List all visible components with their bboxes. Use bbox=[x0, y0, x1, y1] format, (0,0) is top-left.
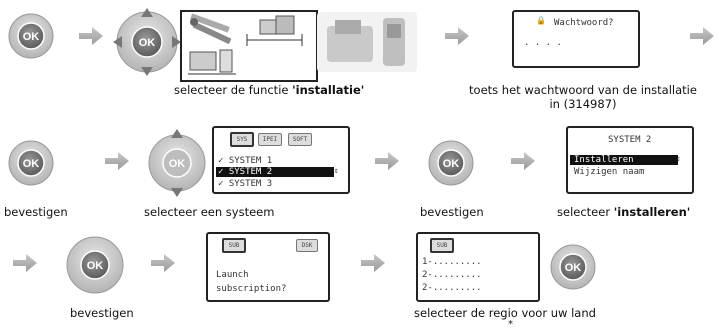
menu-item-installeren[interactable]: Installeren bbox=[570, 155, 678, 165]
lock-icon: 🔒 bbox=[536, 16, 546, 25]
ok-label: OK bbox=[23, 158, 40, 170]
password-screen: 🔒 Wachtwoord? . . . . bbox=[512, 10, 640, 68]
menu-item-wijzigen[interactable]: Wijzigen naam bbox=[574, 167, 645, 177]
updown-icon: ⇕ bbox=[334, 166, 339, 175]
caption-confirm-1: bevestigen bbox=[4, 205, 68, 219]
arrow-right-icon bbox=[689, 25, 715, 47]
launch-subscription-screen: SUB DSK Launch subscription? bbox=[206, 232, 330, 302]
list-item-selected[interactable]: ✓ SYSTEM 2 bbox=[216, 167, 334, 177]
menu-title: SYSTEM 2 bbox=[608, 135, 652, 145]
launch-line-1: Launch bbox=[216, 270, 249, 280]
arrow-right-icon bbox=[444, 25, 470, 47]
tab-dsk[interactable]: DSK bbox=[296, 239, 318, 252]
list-item[interactable]: ✓ SYSTEM 3 bbox=[218, 179, 273, 189]
tab-sys[interactable]: SYS bbox=[230, 132, 254, 147]
wrench-icon bbox=[190, 13, 232, 45]
ok-button-1[interactable]: OK bbox=[8, 13, 54, 59]
tab-ipei[interactable]: IPEI bbox=[258, 133, 282, 146]
tab-sub[interactable]: SUB bbox=[430, 238, 454, 253]
system-list-screen: SYS IPEI SOFT ✓ SYSTEM 1 ✓ SYSTEM 2 ⇕ ✓ … bbox=[212, 126, 350, 194]
navigator-button-3[interactable]: OK bbox=[60, 230, 130, 300]
ok-button-4[interactable]: OK bbox=[550, 244, 596, 290]
ok-label: OK bbox=[139, 37, 156, 49]
arrow-right-icon bbox=[104, 150, 130, 172]
ok-button-3[interactable]: OK bbox=[428, 140, 474, 186]
arrow-right-icon bbox=[12, 252, 38, 274]
ok-label: OK bbox=[565, 262, 582, 274]
region-option[interactable]: 2-......... bbox=[422, 270, 482, 280]
password-dots: . . . . bbox=[524, 38, 562, 48]
region-screen: SUB 1-......... 2-......... 2-......... bbox=[416, 232, 540, 302]
base-station-icon bbox=[246, 15, 303, 46]
updown-icon: ⇕ bbox=[676, 154, 681, 163]
ok-label: OK bbox=[87, 260, 104, 272]
installation-illustration bbox=[180, 10, 318, 82]
navigator-button-2[interactable]: OK bbox=[144, 128, 210, 198]
phone-icon bbox=[188, 49, 236, 75]
caption-confirm-3: bevestigen bbox=[70, 306, 134, 320]
arrow-right-icon bbox=[78, 25, 104, 47]
arrow-right-icon bbox=[510, 150, 536, 172]
arrow-right-icon bbox=[360, 252, 386, 274]
region-option[interactable]: 2-......... bbox=[422, 283, 482, 293]
arrow-right-icon bbox=[150, 252, 176, 274]
caption-select-system: selecteer een systeem bbox=[144, 205, 275, 219]
caption-confirm-2: bevestigen bbox=[420, 205, 484, 219]
phone-photo bbox=[317, 12, 417, 72]
install-menu-screen: SYSTEM 2 Installeren ⇕ Wijzigen naam bbox=[566, 126, 694, 194]
launch-line-2: subscription? bbox=[216, 284, 287, 294]
caption-select-installatie: selecteer de functie 'installatie' bbox=[174, 83, 365, 97]
navigator-button[interactable]: OK bbox=[112, 7, 182, 77]
footnote-mark: * bbox=[508, 319, 513, 330]
tab-sub[interactable]: SUB bbox=[222, 238, 246, 253]
ok-label: OK bbox=[443, 158, 460, 170]
caption-select-installeren: selecteer 'installeren' bbox=[557, 205, 691, 219]
ok-button-2[interactable]: OK bbox=[8, 140, 54, 186]
caption-select-region: selecteer de regio voor uw land bbox=[414, 306, 596, 320]
arrow-right-icon bbox=[374, 150, 400, 172]
password-title: Wachtwoord? bbox=[554, 18, 614, 28]
region-option[interactable]: 1-......... bbox=[422, 257, 482, 267]
list-item[interactable]: ✓ SYSTEM 1 bbox=[218, 156, 273, 166]
tab-soft[interactable]: SOFT bbox=[288, 133, 312, 146]
caption-password: toets het wachtwoord van de installatie … bbox=[469, 83, 697, 111]
ok-label: OK bbox=[169, 158, 186, 170]
ok-label: OK bbox=[23, 31, 40, 43]
